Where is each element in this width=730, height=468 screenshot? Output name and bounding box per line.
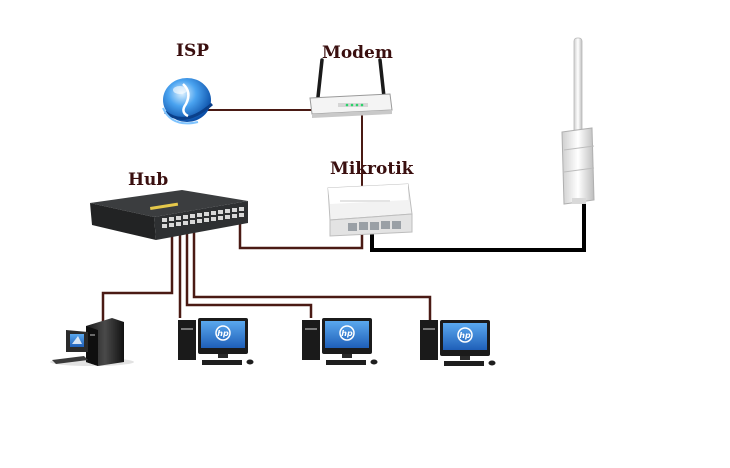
cable-hub-mikrotik [238, 222, 364, 250]
router-icon [309, 58, 393, 118]
cable-hub-pc1 [101, 232, 174, 326]
desktop-computer-icon [50, 318, 134, 366]
hp-computer-icon: hp [302, 318, 378, 365]
outdoor-antenna-icon [561, 37, 595, 205]
hp-computer-icon: hp [420, 320, 496, 366]
hp-computer-icon: hp [178, 318, 254, 365]
cable-hub-pc3 [185, 232, 313, 318]
switch-icon [90, 190, 248, 240]
cable-hub-pc4 [192, 232, 432, 320]
svg-text:hp: hp [341, 329, 353, 338]
hub-label: Hub [128, 170, 169, 190]
isp-label: ISP [176, 41, 210, 61]
mikrotik-label: Mikrotik [330, 159, 414, 179]
cables [101, 109, 586, 326]
svg-text:hp: hp [217, 329, 229, 338]
cable-mikrotik-antenna [370, 198, 586, 252]
routerboard-icon [327, 183, 413, 237]
modem-label: Modem [322, 43, 393, 63]
globe-icon [162, 78, 213, 125]
svg-text:hp: hp [459, 331, 471, 340]
